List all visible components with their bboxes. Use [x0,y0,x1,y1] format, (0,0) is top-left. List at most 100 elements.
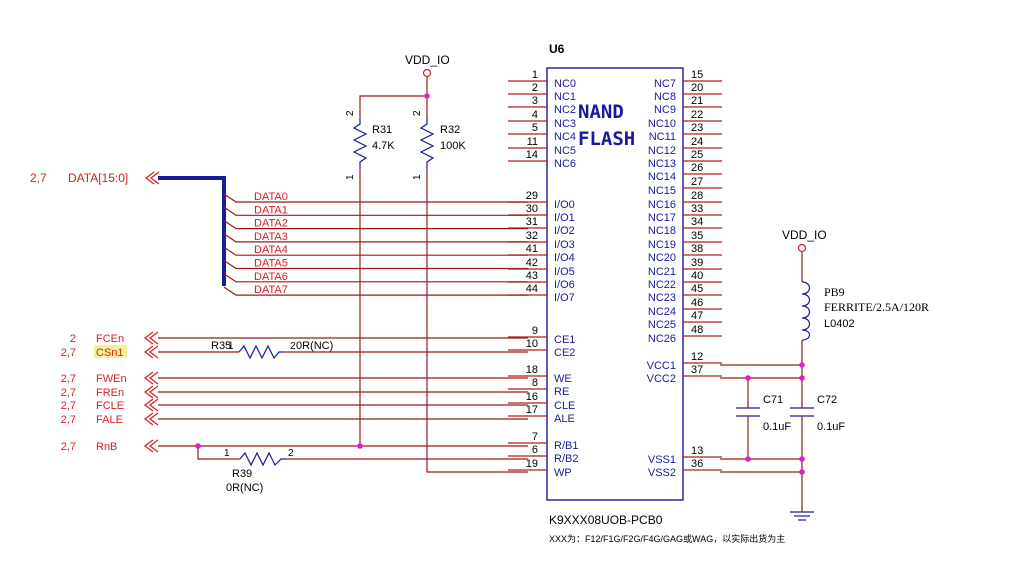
pin-name: NC3 [554,118,576,130]
pin-name: WE [554,373,572,385]
r31-pin-top: 2 [345,110,356,116]
pin-number: 41 [526,243,538,255]
pin-number: 16 [526,391,538,403]
pin-name: NC9 [654,104,676,116]
r39-ref: R39 [232,468,252,480]
junction-vcc2 [799,375,805,381]
data-line-label: DATA6 [254,271,288,283]
junction-vss1-left [745,456,751,462]
port-arrow-icon [144,439,159,453]
pin-number: 44 [526,283,538,295]
port-arrow-icon [144,331,159,345]
pin-name: NC16 [648,199,676,211]
port-arrow-icon [144,371,159,385]
pin-name: NC10 [648,118,676,130]
pin-name: NC19 [648,239,676,251]
port-name: FCLE [96,400,124,412]
pin-number: 34 [691,216,703,228]
pin-name: VSS1 [648,454,676,466]
port-ref: 2,7 [61,400,76,412]
pin-name: NC21 [648,266,676,278]
port-ref: 2,7 [61,414,76,426]
data-line [223,286,528,296]
data-line [223,206,528,216]
pin-name: NC1 [554,91,576,103]
r31-value: 4.7K [372,140,395,152]
pin-number: 29 [526,190,538,202]
r31-pin-bot: 1 [345,174,356,180]
pin-number: 20 [691,82,703,94]
data-bus-line [158,176,226,286]
r39-body [239,451,286,467]
pin-number: 28 [691,190,703,202]
pin-name: CLE [554,400,575,412]
junction-vcc1 [799,362,805,368]
pin-number: 2 [532,82,538,94]
port-arrow-icon [144,385,159,399]
pin-number: 32 [526,230,538,242]
data-line-label: DATA1 [254,204,288,216]
pin-number: 21 [691,95,703,107]
data-line-label: DATA7 [254,284,288,296]
pin-name: NC4 [554,131,576,143]
port-ref: 2,7 [61,387,76,399]
r39-value: 0R(NC) [226,482,263,494]
pin-name: I/O4 [554,252,575,264]
pin-name: VCC2 [647,373,676,385]
port-name: FWEn [96,373,127,385]
pin-name: I/O7 [554,292,575,304]
c71-body [736,407,760,417]
pin-name: NC8 [654,91,676,103]
c72-body [790,407,814,417]
ground-icon [790,511,814,521]
pin-name: NC7 [654,78,676,90]
pin-number: 40 [691,270,703,282]
pin-name: R/B1 [554,440,578,452]
pin-name: NC15 [648,185,676,197]
pin-name: VSS2 [648,467,676,479]
pin-name: NC13 [648,158,676,170]
pin-name: NC23 [648,292,676,304]
c71-ref: C71 [763,394,783,406]
r31-body [352,118,368,168]
port-highlight [94,345,127,358]
pin-name: VCC1 [647,360,676,372]
r32-body [419,118,435,168]
r39-pin-right: 2 [288,448,294,459]
r35-ref: R35 [211,340,231,352]
r32-ref: R32 [440,124,460,136]
data-line-label: DATA5 [254,258,288,270]
port-name: RnB [96,441,117,453]
gnd-wires [720,416,803,512]
vdd-left-wire [359,77,428,118]
pin-name: CE1 [554,334,575,346]
vdd-right-symbol [797,243,807,253]
pin-name: NC11 [649,131,676,143]
pin-name: I/O5 [554,266,575,278]
pin-number: 5 [532,122,538,134]
pin-name: NC20 [648,252,676,264]
port-name: FALE [96,414,123,426]
pin-number: 19 [526,458,538,470]
pin-number: 11 [527,136,538,148]
pin-number: 22 [691,109,703,121]
port-arrow-icon [144,345,159,359]
pin-number: 7 [532,431,538,443]
pin-name: R/B2 [554,453,578,465]
data-bus-ref: 2,7 [30,171,47,185]
r32-wire [426,168,528,473]
pin-number: 15 [691,69,703,81]
pin-number: 46 [691,297,703,309]
pin-number: 12 [691,351,703,363]
pin-number: 26 [691,162,703,174]
chip-ref: U6 [549,42,565,56]
pin-number: 14 [526,149,538,161]
pin-number: 25 [691,149,703,161]
port-arrow-icon [144,398,159,412]
vdd-left-symbol [422,68,432,78]
pin-name: I/O0 [554,199,575,211]
pb9-value: FERRITE/2.5A/120R [824,300,929,314]
data-line-label: DATA4 [254,244,288,256]
